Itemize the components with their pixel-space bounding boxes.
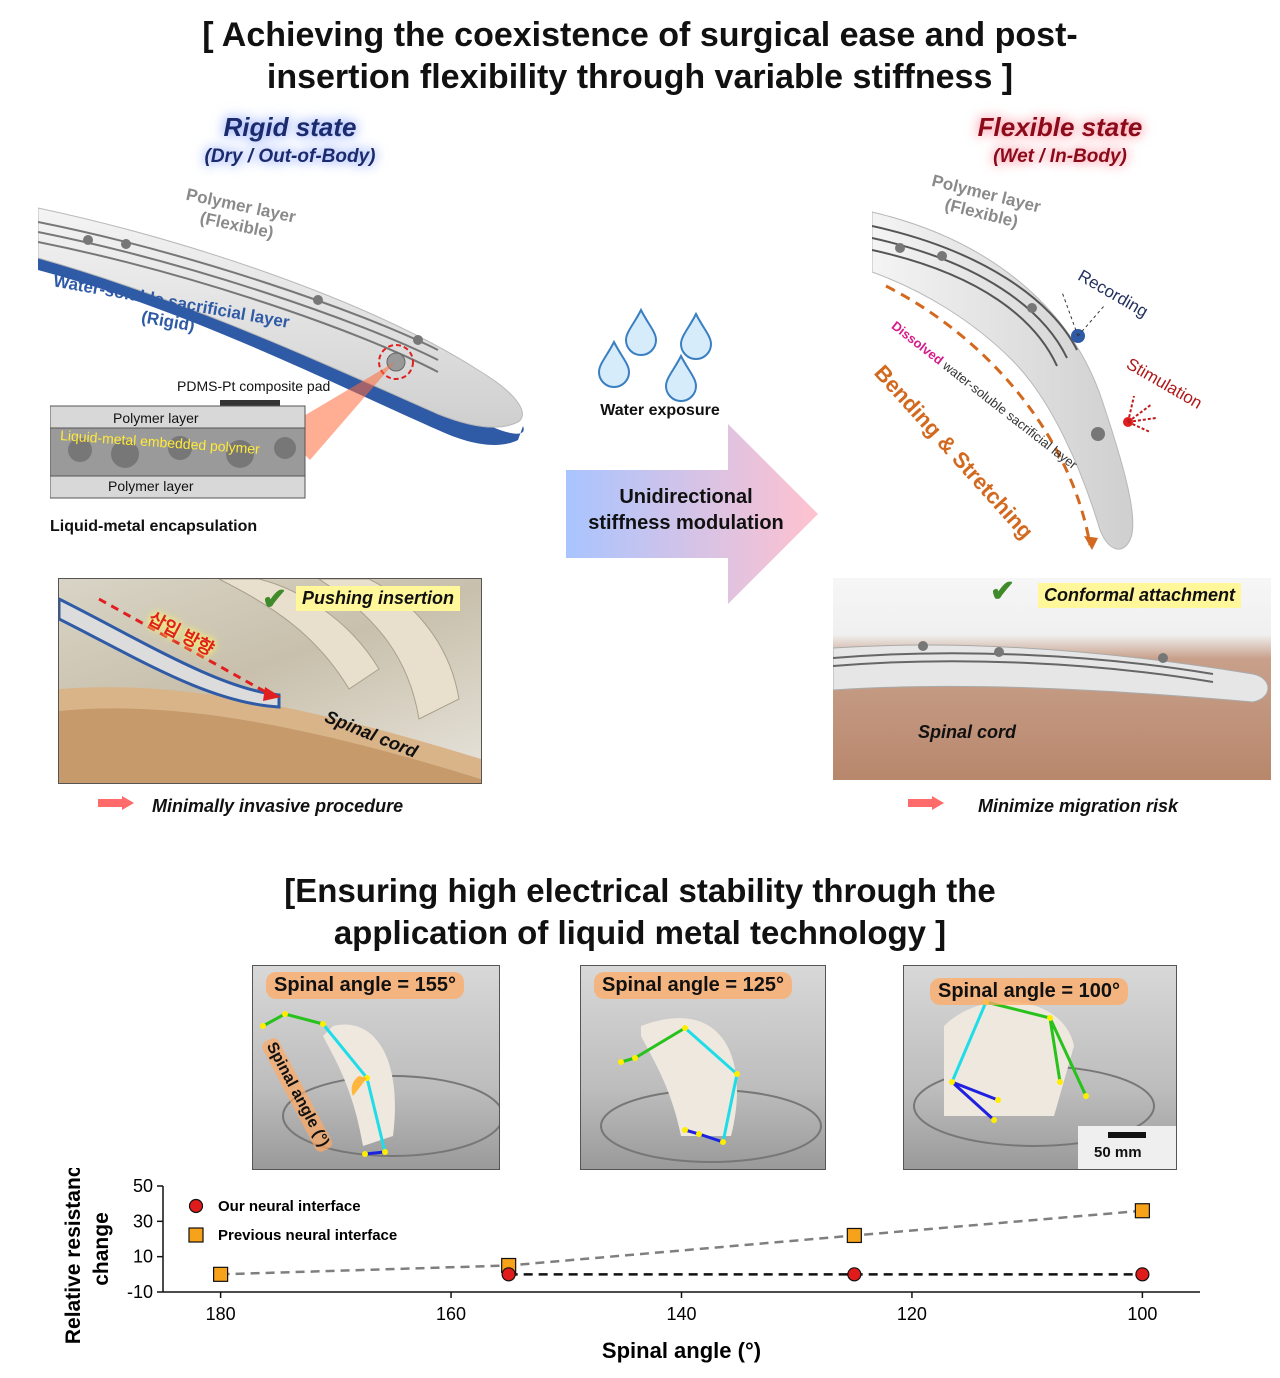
conformal-attachment-label: Conformal attachment xyxy=(1038,583,1242,608)
section2-title-line2: application of liquid metal technology ] xyxy=(333,914,947,951)
conformal-photo xyxy=(833,578,1271,780)
flexible-device-illustration xyxy=(872,211,1157,550)
water-drops xyxy=(597,307,713,402)
flex-spinal-cord-label: Spinal cord xyxy=(918,722,1017,742)
y-tick-label: -10 xyxy=(127,1282,153,1302)
arrow-label-line2: stiffness modulation xyxy=(588,512,784,534)
pad-highlight-circle xyxy=(378,344,414,380)
y-tick-label: 50 xyxy=(133,1176,153,1196)
photo-155-label: Spinal angle = 155° xyxy=(266,972,464,999)
water-drop-icon xyxy=(597,339,631,388)
legend-marker-ours xyxy=(188,1198,204,1214)
arrow-right-icon xyxy=(908,796,944,810)
y-tick-label: 30 xyxy=(133,1211,153,1231)
polymer-layer xyxy=(38,207,523,428)
check-icon: ✔ xyxy=(990,575,1016,608)
water-drop-icon xyxy=(624,307,658,356)
zoom-cone xyxy=(280,362,395,460)
insertion-photo xyxy=(58,578,482,784)
bending-dashed-arrow xyxy=(885,284,1092,546)
rigid-state-subtitle: (Dry / Out-of-Body) xyxy=(204,146,376,167)
rigid-benefit-label: Minimally invasive procedure xyxy=(152,796,404,816)
water-exposure-label: Water exposure xyxy=(600,402,720,419)
arrow-label-line1: Unidirectional xyxy=(619,486,753,508)
water-drop-icon xyxy=(679,311,713,360)
stack-bottom-label: Polymer layer xyxy=(108,478,194,494)
x-tick-label: 100 xyxy=(1127,1304,1157,1324)
photo-125-label: Spinal angle = 125° xyxy=(594,972,792,999)
main-title-line1: [ Achieving the coexistence of surgical … xyxy=(202,16,1078,54)
pushing-insertion-label: Pushing insertion xyxy=(296,586,461,611)
flex-benefit-label: Minimize migration risk xyxy=(978,796,1179,816)
flexible-polymer-body xyxy=(872,211,1134,550)
photo-125 xyxy=(580,965,826,1170)
flexible-state-title: Flexible state xyxy=(977,112,1143,142)
stimulation-rays xyxy=(1127,395,1157,433)
data-point-ours xyxy=(1135,1267,1150,1282)
photo-155 xyxy=(252,965,500,1170)
y-tick-label: 10 xyxy=(133,1247,153,1267)
data-point-previous xyxy=(213,1266,229,1282)
data-point-previous xyxy=(1134,1203,1150,1219)
arrow-right-icon xyxy=(98,796,134,810)
rigid-state-title: Rigid state xyxy=(223,112,357,142)
stiffness-arrow-label: Unidirectional stiffness modulation xyxy=(566,484,806,536)
data-point-ours xyxy=(501,1267,516,1282)
stack-top-label: Polymer layer xyxy=(113,410,199,426)
legend-label-previous: Previous neural interface xyxy=(218,1227,397,1244)
section2-title-line1: [Ensuring high electrical stability thro… xyxy=(284,872,996,909)
rigid-device-illustration xyxy=(38,207,524,445)
legend-marker-previous xyxy=(188,1227,204,1243)
data-point-ours xyxy=(847,1267,862,1282)
conformal-scene xyxy=(833,641,1269,703)
x-tick-label: 120 xyxy=(897,1304,927,1324)
x-tick-label: 140 xyxy=(666,1304,696,1324)
scale-bar-label: 50 mm xyxy=(1094,1144,1142,1161)
legend-label-ours: Our neural interface xyxy=(218,1198,361,1215)
flexible-state-subtitle: (Wet / In-Body) xyxy=(993,146,1127,167)
layer-stack-illustration xyxy=(50,400,306,499)
y-axis-title-line1: Relative resistance xyxy=(62,1168,85,1344)
check-icon: ✔ xyxy=(262,583,288,616)
x-axis-title: Spinal angle (°) xyxy=(602,1338,761,1363)
x-tick-label: 160 xyxy=(436,1304,466,1324)
x-tick-label: 180 xyxy=(206,1304,236,1324)
water-drop-icon xyxy=(664,353,698,402)
data-point-previous xyxy=(846,1227,862,1244)
y-axis-title-line2: change xyxy=(90,1212,113,1286)
encapsulation-label: Liquid-metal encapsulation xyxy=(50,518,258,535)
pad-label: PDMS-Pt composite pad xyxy=(177,378,331,394)
insertion-scene xyxy=(59,579,481,783)
photo-100-label: Spinal angle = 100° xyxy=(930,978,1128,1005)
main-title-line2: insertion flexibility through variable s… xyxy=(266,58,1014,96)
stiffness-arrow xyxy=(566,424,818,604)
photo-100 xyxy=(903,965,1177,1170)
